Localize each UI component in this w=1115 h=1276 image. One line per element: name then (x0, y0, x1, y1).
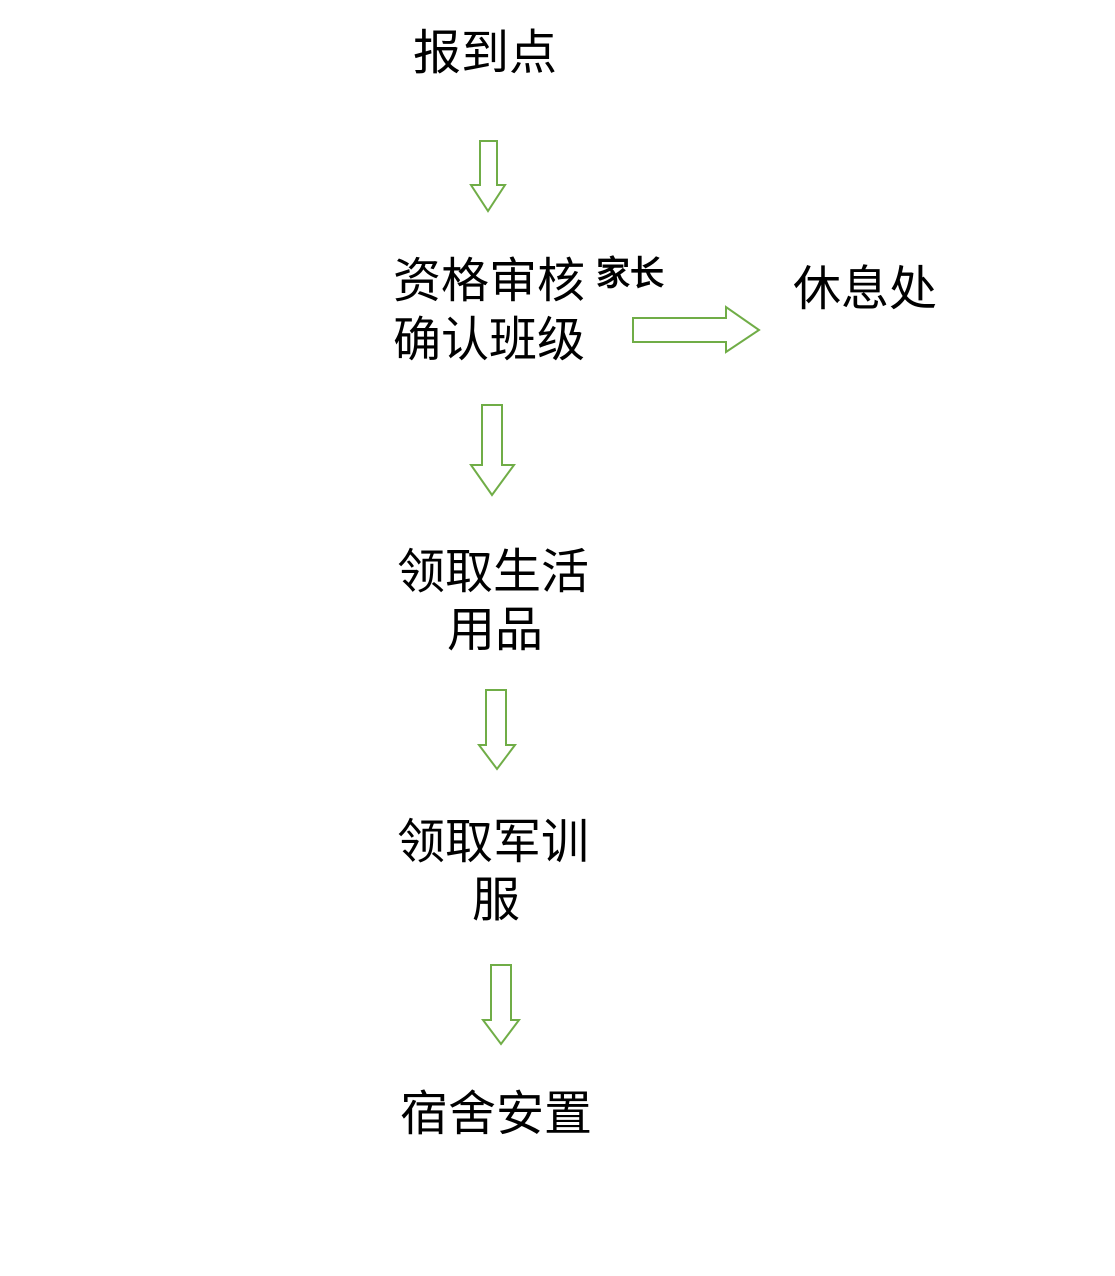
down-arrow-icon (469, 140, 507, 213)
node-supplies-line2: 用品 (447, 602, 544, 658)
node-checkin: 报到点 (413, 25, 558, 81)
node-rest-area: 休息处 (793, 261, 938, 317)
node-uniform-line2: 服 (472, 872, 521, 928)
node-qualification-note: 家长 (596, 254, 664, 294)
node-supplies-line1: 领取生活 (397, 544, 590, 600)
down-arrow-icon (469, 404, 516, 497)
down-arrow-icon (477, 689, 517, 771)
node-qualification-line2: 确认班级 (393, 312, 586, 368)
node-uniform-line1: 领取军训 (397, 814, 590, 870)
down-arrow-icon (481, 964, 521, 1046)
node-dorm: 宿舍安置 (400, 1086, 593, 1142)
node-qualification-line1: 资格审核 (393, 253, 586, 309)
right-arrow-icon (632, 305, 761, 354)
